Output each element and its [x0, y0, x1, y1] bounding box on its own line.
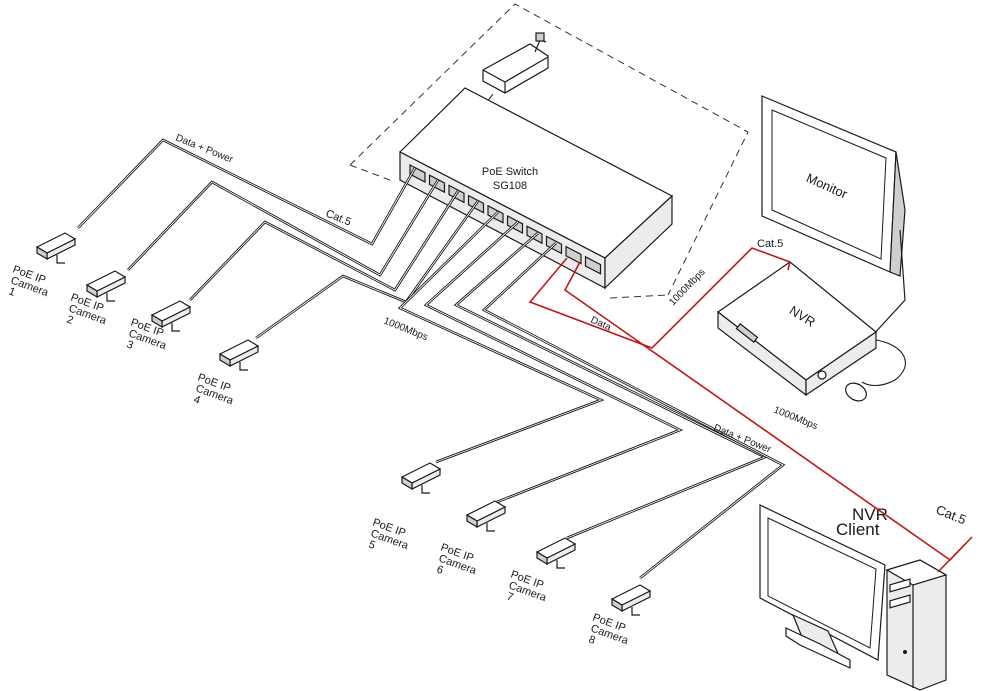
- label-1000mbps-left: 1000Mbps: [382, 316, 429, 344]
- camera-number: 7: [505, 591, 515, 604]
- camera-cable-core: [77, 139, 416, 245]
- client-monitor: [759, 504, 886, 669]
- camera-cable-core: [483, 242, 784, 579]
- camera-mount: [421, 485, 430, 494]
- camera-lens: [219, 352, 231, 368]
- client-label-line2: Client: [836, 520, 880, 539]
- camera-mount: [486, 523, 495, 532]
- switch-port: [565, 245, 582, 265]
- camera-7: [535, 537, 577, 569]
- camera-cable-core: [189, 190, 459, 301]
- camera-cable-core: [399, 211, 603, 463]
- camera-number: 6: [435, 564, 445, 577]
- power-adapter: [479, 32, 549, 111]
- camera-lens: [86, 283, 98, 299]
- camera-3: [150, 300, 192, 332]
- camera-number: 3: [125, 339, 135, 352]
- camera-cable-core: [255, 200, 479, 339]
- label-1000mbps-client: 1000Mbps: [772, 405, 819, 433]
- label-cat5-client: Cat.5: [934, 502, 968, 528]
- camera-5: [400, 462, 442, 494]
- camera-lens: [36, 245, 48, 261]
- camera-cable: [255, 200, 480, 340]
- camera-mount: [171, 323, 180, 332]
- camera-number: 4: [192, 394, 202, 407]
- label-data-nvr: Data: [589, 315, 613, 334]
- camera-cable: [127, 179, 440, 277]
- poe-switch: PoE Switch SG108: [398, 87, 674, 290]
- camera-6: [465, 500, 507, 532]
- camera-1: [35, 232, 77, 264]
- camera-cable-core: [127, 179, 439, 276]
- camera-2: [85, 270, 127, 302]
- label-cat5-nvr: Cat.5: [757, 238, 783, 250]
- camera-mount: [556, 560, 565, 569]
- camera-number: 5: [367, 539, 377, 552]
- camera-cable: [423, 221, 684, 504]
- camera-lens: [611, 597, 623, 613]
- power-enclosure-dashed: [349, 3, 749, 299]
- camera-number: 2: [65, 314, 75, 327]
- label-cat5-left: Cat.5: [324, 208, 353, 229]
- camera-number: 8: [587, 634, 597, 647]
- mouse: [845, 382, 867, 402]
- camera-cable: [77, 138, 417, 246]
- camera-lens: [401, 475, 413, 491]
- camera-cable-core: [425, 221, 682, 503]
- camera-8: [610, 584, 652, 616]
- camera-mount: [56, 255, 65, 264]
- camera-mount: [631, 607, 640, 616]
- switch-port: [584, 255, 602, 275]
- switch-model: SG108: [493, 180, 527, 192]
- camera-mount: [239, 362, 248, 371]
- camera-number: 1: [7, 286, 17, 299]
- camera-cables: [77, 138, 786, 580]
- camera-lens: [151, 313, 163, 329]
- camera-mount: [106, 293, 115, 302]
- label-1000mbps-nvr: 1000Mbps: [667, 267, 707, 308]
- label-data-power-bottom: Data + Power: [712, 423, 773, 456]
- switch-title: PoE Switch: [482, 166, 538, 178]
- uplink-cables: [528, 247, 973, 573]
- camera-lens: [536, 550, 548, 566]
- camera-cable-core: [455, 232, 767, 539]
- camera-4: [218, 339, 260, 371]
- camera-lens: [466, 513, 478, 529]
- client-tower: [885, 559, 948, 691]
- monitor: Monitor: [761, 95, 906, 337]
- nvr: NVR: [716, 261, 906, 397]
